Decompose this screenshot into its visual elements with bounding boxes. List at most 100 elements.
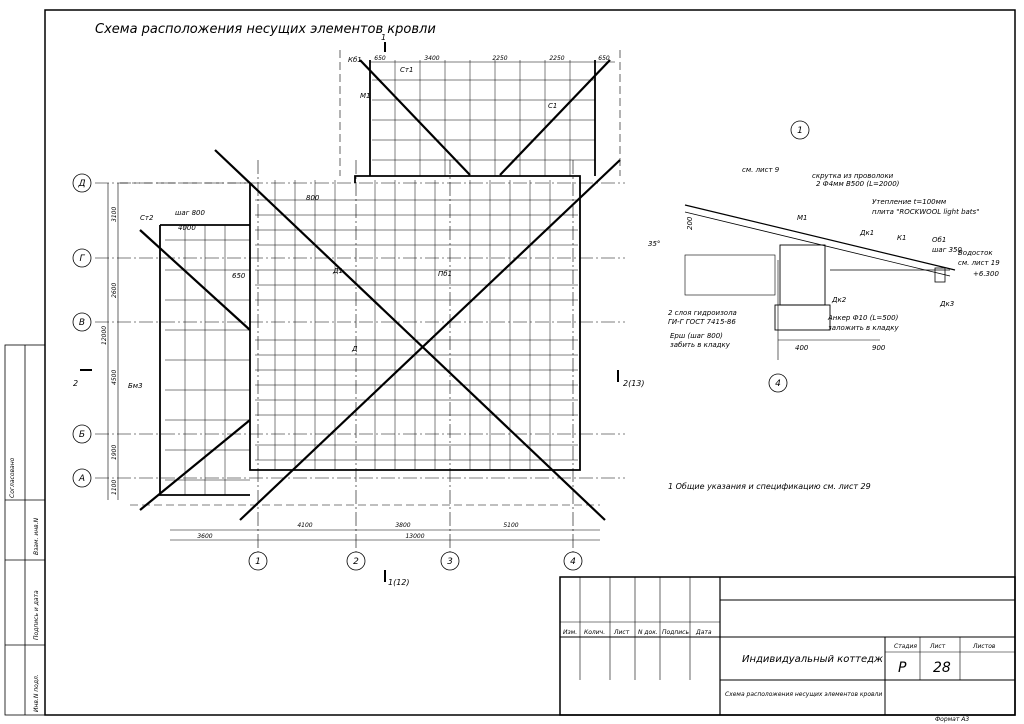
label-c1: С1	[548, 102, 557, 110]
label-4000: 4000	[178, 224, 196, 232]
detail-gutter: Водосток	[958, 249, 993, 257]
tb-header-podpis: Подпись	[662, 629, 689, 636]
hip-rafters	[139, 59, 621, 521]
detail-marker-1: 1	[797, 126, 803, 136]
dim-5100: 5100	[503, 522, 518, 529]
dim-left-3100: 3100	[111, 207, 118, 222]
dim-top-650b: 650	[598, 55, 610, 62]
label-pb1: Пб1	[438, 270, 452, 278]
tb-project: Индивидуальный коттедж	[742, 654, 883, 665]
detail-level: +6.300	[973, 270, 999, 278]
tb-sheet-title: Схема расположения несущих элементов кро…	[725, 691, 882, 698]
axis-label-3: 3	[447, 557, 453, 567]
detail-angle: 35°	[648, 240, 660, 248]
dim-top-3400: 3400	[424, 55, 439, 62]
dim-left-12000: 12000	[101, 326, 108, 345]
detail-waterproof1: 2 слоя гидроизола	[668, 309, 737, 317]
detail-section	[684, 120, 956, 393]
tb-header-izm: Изм.	[563, 629, 577, 636]
dim-top-650a: 650	[374, 55, 386, 62]
label-kb1: Кб1	[348, 56, 362, 64]
detail-plate: плита "ROCKWOOL light bats"	[872, 208, 979, 216]
label-st2: Ст2	[140, 214, 154, 222]
axis-label-a: А	[78, 474, 85, 484]
dim-left-1900: 1900	[111, 445, 118, 460]
axis-label-1: 1	[255, 557, 261, 567]
axis-bubbles	[72, 173, 583, 571]
label-step: шаг 800	[175, 209, 206, 217]
dim-left-2600: 2600	[111, 283, 118, 298]
label-d1: Д1	[332, 267, 343, 275]
drawing-title: Схема расположения несущих элементов кро…	[95, 22, 436, 37]
side-inv-sub: Взам. инв.N	[33, 517, 40, 555]
dim-3800: 3800	[395, 522, 410, 529]
axis-label-g: Г	[79, 254, 85, 264]
detail-m1: М1	[797, 214, 808, 222]
tb-stage: Р	[898, 660, 907, 676]
detail-ersh2: забить в кладку	[670, 341, 731, 349]
roof-outline	[159, 60, 596, 496]
detail-dim200: 200	[686, 216, 694, 230]
label-650: 650	[232, 272, 246, 280]
detail-marker-4: 4	[775, 379, 781, 389]
dim-3600: 3600	[197, 533, 212, 540]
detail-dk2a: Дк2	[831, 296, 847, 304]
label-st1: Ст1	[400, 66, 413, 74]
axis-label-d: Д	[77, 179, 85, 189]
tb-header-data: Дата	[695, 629, 712, 636]
dim-top-2250a: 2250	[492, 55, 507, 62]
section-right-label: 2(13)	[623, 379, 645, 388]
label-m1: М1	[360, 92, 371, 100]
detail-insulation: Утепление t=100мм	[872, 198, 947, 206]
detail-dim400: 400	[795, 344, 809, 352]
axis-label-4: 4	[570, 557, 576, 567]
side-inv-orig: Инв.N подл.	[33, 674, 40, 712]
side-agreed: Согласовано	[9, 457, 16, 498]
tb-sheets-label: Листов	[972, 643, 996, 650]
detail-anchor2: заложить в кладку	[828, 324, 899, 332]
axis-label-v: В	[79, 318, 85, 328]
detail-see-sheet19: см. лист 19	[958, 259, 1000, 267]
tb-format: Формат А3	[935, 716, 969, 723]
dim-4100: 4100	[297, 522, 312, 529]
axis-label-b: Б	[79, 430, 85, 440]
dim-left-1100: 1100	[111, 480, 118, 495]
detail-see-sheet9: см. лист 9	[742, 166, 780, 174]
tb-sheet-label: Лист	[929, 643, 946, 650]
dim-top-2250b: 2250	[549, 55, 564, 62]
dim-left-4500: 4500	[111, 370, 118, 385]
tb-header-list: Лист	[613, 629, 630, 636]
section-bottom-label: 1(12)	[388, 578, 410, 587]
dimension-lines	[107, 61, 615, 541]
tb-header-ndok: N док.	[638, 629, 658, 636]
detail-anchor: Анкер Ф10 (L=500)	[827, 314, 899, 322]
detail-dim900: 900	[872, 344, 886, 352]
detail-wire-spec: 2 Ф4мм В500 (L=2000)	[816, 180, 900, 188]
dim-13000: 13000	[405, 533, 424, 540]
detail-ob1: Об1	[932, 236, 946, 244]
side-stamp	[4, 344, 46, 716]
detail-waterproof2: ГИ-Г ГОСТ 7415-86	[668, 318, 736, 326]
label-bm3: Бм3	[128, 382, 143, 390]
label-d: Д	[351, 345, 358, 353]
section-top-label: 1	[381, 33, 386, 42]
side-sign-date: Подпись и дата	[33, 590, 40, 640]
section-left-label: 2	[73, 379, 78, 388]
section-marks	[80, 42, 619, 582]
rafter-grid	[165, 60, 595, 495]
title-block-lines	[559, 576, 1016, 716]
general-note: 1 Общие указания и спецификацию см. лист…	[668, 482, 871, 491]
tb-header-kolich: Колич.	[584, 629, 605, 636]
detail-wire-twist: скрутка из проволоки	[812, 172, 894, 180]
tb-stage-label: Стадия	[894, 643, 917, 650]
detail-step350: шаг 350	[932, 246, 963, 254]
detail-dk3: Дк3	[939, 300, 954, 308]
plan-axes	[95, 160, 625, 560]
tb-sheet-number: 28	[933, 660, 951, 676]
detail-k1: К1	[897, 234, 906, 242]
detail-ersh: Ерш (шаг 800)	[670, 332, 723, 340]
detail-dk1: Дк1	[859, 229, 874, 237]
axis-label-2: 2	[353, 557, 359, 567]
eave-lines	[120, 50, 621, 506]
